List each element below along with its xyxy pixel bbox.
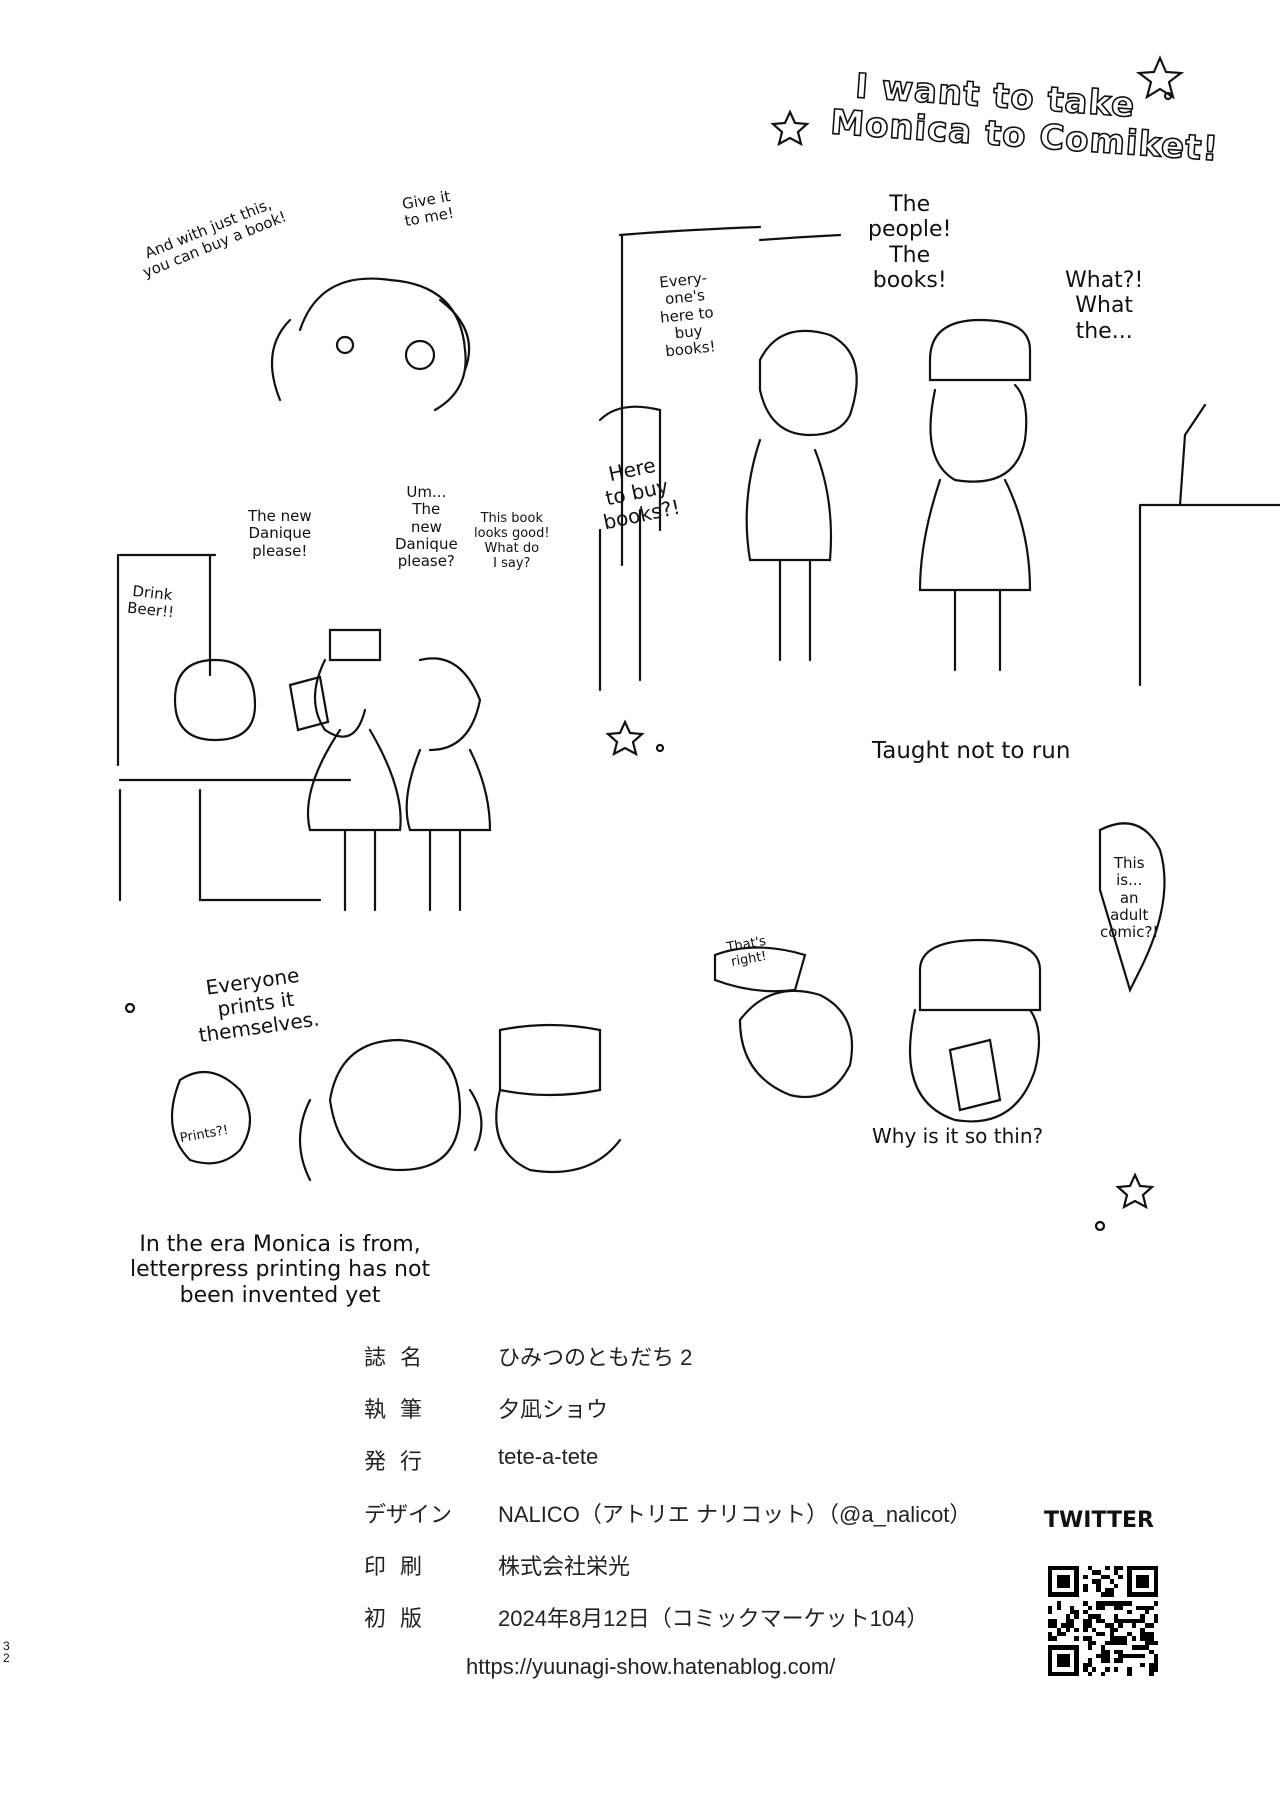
twitter-label: TWITTER <box>1044 1508 1154 1533</box>
speech-new-danique: The new Danique please! <box>248 507 312 560</box>
dot-icon <box>1163 91 1173 101</box>
speech-what: What?! What the... <box>1065 268 1144 344</box>
dot-icon <box>655 743 665 753</box>
character-sketch <box>738 938 1042 1123</box>
dot-icon <box>124 1002 136 1014</box>
colophon-value: 2024年8月12日（コミックマーケット104） <box>498 1606 929 1631</box>
twitter-qr-code[interactable] <box>1048 1566 1158 1676</box>
character-sketch <box>298 1023 622 1182</box>
sign-drink-beer: Drink Beer!! <box>126 582 175 622</box>
character-sketch <box>270 277 471 412</box>
star-icon <box>605 719 645 757</box>
colophon-label: 印刷 <box>364 1554 437 1579</box>
character-sketch <box>173 628 492 912</box>
page-number: 32 <box>3 1639 10 1665</box>
character-sketch <box>745 318 1032 672</box>
speech-why-thin: Why is it so thin? <box>872 1124 1044 1148</box>
colophon-value: 夕凪ショウ <box>498 1397 609 1422</box>
colophon-label: 発行 <box>364 1449 437 1474</box>
colophon-label: デザイン <box>364 1502 453 1527</box>
speech-adult-comic: This is... an adult comic?! <box>1100 854 1159 941</box>
colophon-value: tete-a-tete <box>498 1444 599 1469</box>
speech-everyones-here: Every- one's here to buy books! <box>658 268 717 361</box>
colophon-value: NALICO（アトリエ ナリコット）（@a_nalicot） <box>498 1502 972 1527</box>
colophon-value: ひみつのともだち 2 <box>498 1345 693 1370</box>
caption-letterpress: In the era Monica is from, letterpress p… <box>130 1232 431 1308</box>
website-link[interactable]: https://yuunagi-show.hatenablog.com/ <box>466 1654 836 1679</box>
colophon-label: 初版 <box>364 1606 437 1631</box>
star-icon <box>1135 55 1185 100</box>
caption-taught-not-to-run: Taught not to run <box>872 738 1071 764</box>
speech-the-people: The people! The books! <box>868 192 952 293</box>
dot-icon <box>1094 1220 1106 1232</box>
colophon-value: 株式会社栄光 <box>498 1554 631 1579</box>
colophon-label: 執筆 <box>364 1397 437 1422</box>
star-icon <box>770 109 810 147</box>
speech-um-danique: Um... The new Danique please? <box>395 483 458 570</box>
colophon-label: 誌名 <box>364 1345 437 1370</box>
speech-book-looks-good: This book looks good! What do I say? <box>474 511 550 571</box>
star-icon <box>1115 1172 1155 1210</box>
